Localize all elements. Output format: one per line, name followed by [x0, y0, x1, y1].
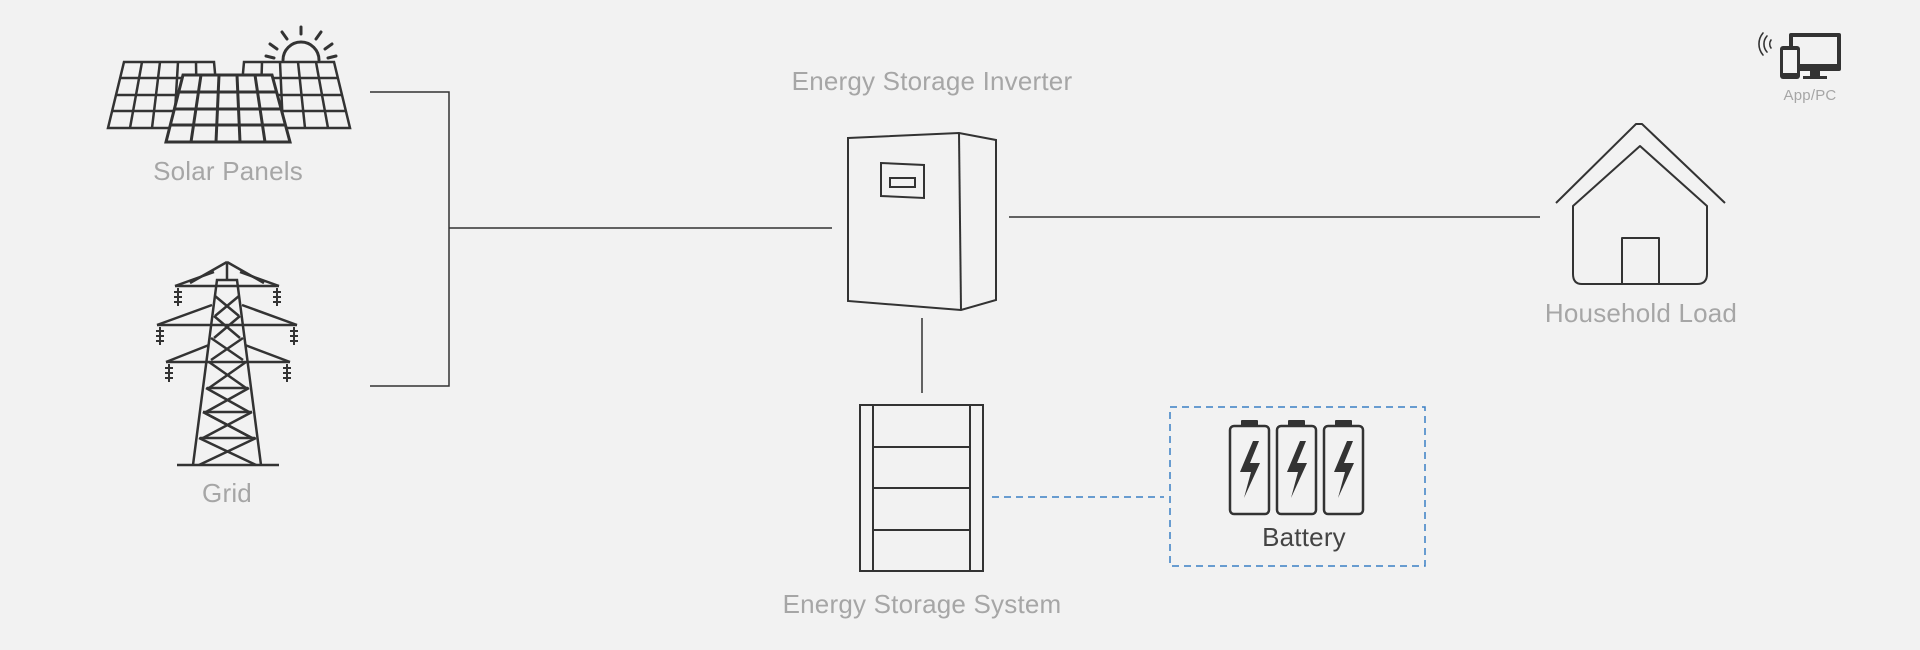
solar-panels-label: Solar Panels	[153, 156, 303, 186]
battery-rack-icon	[859, 404, 984, 572]
house-icon	[1555, 123, 1726, 285]
inverter-label: Energy Storage Inverter	[791, 66, 1073, 96]
household-load-label: Household Load	[1544, 298, 1738, 328]
app-pc-label: App/PC	[1783, 87, 1837, 104]
grid-label: Grid	[202, 478, 252, 508]
power-tower-icon	[156, 260, 298, 467]
inverter-icon	[847, 131, 997, 312]
battery-label: Battery	[1262, 522, 1346, 552]
connector-lines	[370, 91, 1540, 393]
solar-panels-icon	[106, 25, 352, 144]
source-bracket-line	[370, 91, 450, 387]
battery-dashed-box	[1169, 406, 1426, 567]
inverter-display-icon	[880, 161, 925, 200]
energy-storage-system-label: Energy Storage System	[782, 589, 1062, 619]
phone-monitor-icon	[1758, 32, 1841, 79]
battery-cells-icon	[1228, 420, 1365, 516]
